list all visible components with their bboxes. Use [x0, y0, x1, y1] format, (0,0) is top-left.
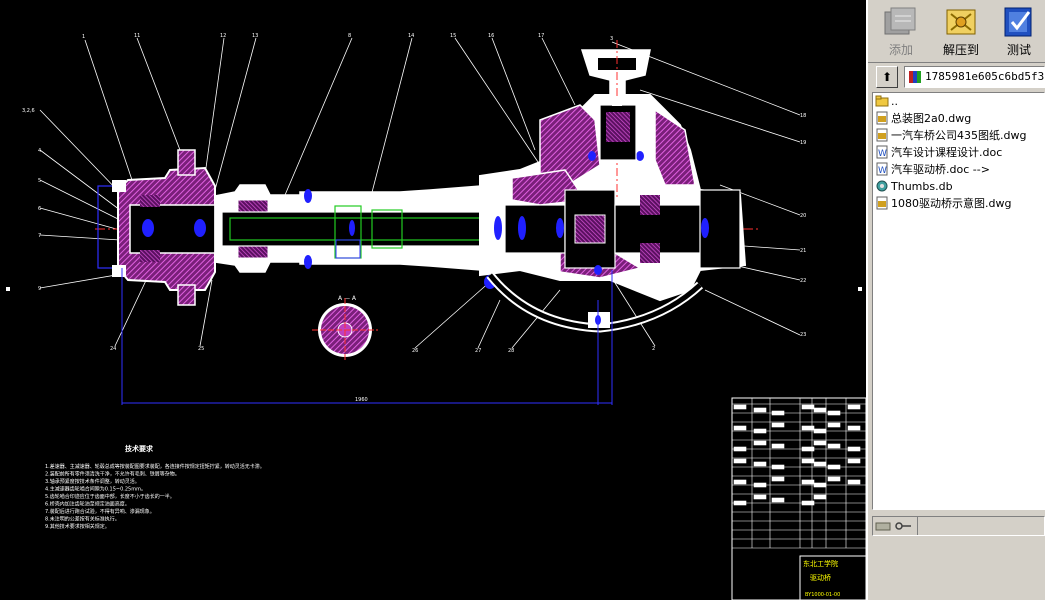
archive-path-text: 1785981e605c6bd5f3	[925, 70, 1045, 83]
svg-text:W: W	[878, 166, 887, 176]
tech-note-line: 5.齿轮啮合印迹应位于齿面中部，长度不小于齿长的一半。	[45, 493, 175, 500]
drive-key-icon	[875, 522, 911, 531]
file-list-item[interactable]: 一汽车桥公司435图纸.dwg	[873, 127, 1044, 144]
svg-text:W: W	[878, 149, 887, 159]
section-view-a-a: A — A	[312, 295, 378, 362]
section-label: A — A	[338, 295, 357, 302]
status-bar	[872, 516, 1045, 536]
file-list-item[interactable]: W 汽车驱动桥.doc -->	[873, 161, 1044, 178]
svg-text:25: 25	[198, 346, 204, 352]
parent-folder-icon	[875, 95, 889, 107]
svg-text:12: 12	[220, 33, 226, 39]
archiver-toolbar: 添加 解压到 测试	[868, 0, 1045, 63]
status-text-area	[917, 517, 1044, 535]
add-button[interactable]: 添加	[872, 2, 930, 60]
file-list-item[interactable]: 1080驱动桥示意图.dwg	[873, 195, 1044, 212]
svg-text:8: 8	[348, 33, 351, 39]
extract-icon	[946, 9, 976, 35]
file-list-item[interactable]: W 汽车设计课程设计.doc	[873, 144, 1044, 161]
file-name: 汽车驱动桥.doc -->	[891, 163, 990, 176]
svg-text:1: 1	[82, 34, 85, 40]
svg-text:28: 28	[508, 348, 514, 354]
dwg-file-icon	[876, 196, 888, 210]
svg-text:5: 5	[38, 178, 41, 184]
archive-path-field[interactable]: 1785981e605c6bd5f3	[904, 66, 1045, 88]
file-name: 1080驱动桥示意图.dwg	[891, 197, 1012, 210]
title-block-name: 驱动桥	[810, 573, 831, 582]
svg-text:11: 11	[134, 33, 140, 39]
file-name: 一汽车桥公司435图纸.dwg	[891, 129, 1027, 142]
svg-text:15: 15	[450, 33, 456, 39]
tech-note-line: 6.桥壳内加注齿轮油至规定油面高度。	[45, 501, 130, 508]
file-list-item[interactable]: Thumbs.db	[873, 178, 1044, 195]
svg-text:9: 9	[38, 286, 41, 292]
svg-text:2: 2	[652, 346, 655, 352]
svg-text:27: 27	[475, 348, 481, 354]
svg-text:23: 23	[800, 332, 806, 338]
tech-note-line: 1.差速器、主减速器、轮毂总成等按装配图要求装配，各连接件按规定扭矩拧紧，转动灵…	[45, 463, 265, 470]
tech-note-line: 9.其他技术要求按相关规定。	[45, 523, 110, 530]
tech-notes: 1.差速器、主减速器、轮毂总成等按装配图要求装配，各连接件按规定扭矩拧紧，转动灵…	[45, 463, 265, 530]
tech-notes-title: 技术要求	[125, 444, 154, 453]
svg-text:4: 4	[38, 148, 41, 154]
title-block: 东北工学院 驱动桥 BY1000-01-00	[731, 397, 866, 600]
dimension-text: 1960	[355, 397, 368, 403]
title-block-school: 东北工学院	[803, 559, 838, 568]
input-flange	[580, 40, 651, 200]
archiver-panel: 添加 解压到 测试 ⬆	[866, 0, 1045, 600]
extract-to-label: 解压到	[942, 43, 979, 57]
final-drive-housing	[479, 94, 747, 302]
address-bar: ⬆ 1785981e605c6bd5f3	[868, 64, 1045, 90]
test-label: 测试	[1006, 43, 1031, 57]
tech-note-line: 2.装配前所有零件须清洗干净，不允许有毛刺、铁屑等杂物。	[45, 471, 180, 478]
svg-text:3: 3	[610, 36, 613, 42]
svg-text:7: 7	[38, 233, 41, 239]
svg-text:20: 20	[800, 213, 806, 219]
svg-text:26: 26	[412, 348, 418, 354]
word-doc-icon: W	[876, 145, 888, 159]
add-files-icon	[884, 7, 916, 35]
tech-note-line: 8.未注明的公差按有关标准执行。	[45, 516, 120, 523]
up-folder-button[interactable]: ⬆	[876, 66, 898, 88]
test-archive-icon	[1004, 7, 1032, 37]
svg-text:3,2,6: 3,2,6	[22, 108, 35, 114]
file-name: 汽车设计课程设计.doc	[891, 146, 1003, 159]
svg-text:24: 24	[110, 346, 116, 352]
file-name: ..	[891, 95, 898, 108]
tech-note-line: 4.主减速器齿轮啮合间隙为0.15~0.25mm。	[45, 486, 146, 493]
file-list-item[interactable]: ..	[873, 93, 1044, 110]
rar-archive-icon	[909, 71, 921, 83]
sheet-corner-mark	[858, 287, 862, 291]
db-file-icon	[876, 180, 888, 192]
file-list-item[interactable]: 总装图2a0.dwg	[873, 110, 1044, 127]
svg-text:17: 17	[538, 33, 544, 39]
svg-text:14: 14	[408, 33, 414, 39]
file-name: Thumbs.db	[891, 180, 953, 193]
svg-text:18: 18	[800, 113, 806, 119]
svg-text:21: 21	[800, 248, 806, 254]
svg-text:6: 6	[38, 206, 41, 212]
file-name: 总装图2a0.dwg	[891, 112, 972, 125]
wheel-hub-assembly	[97, 149, 216, 306]
title-block-number: BY1000-01-00	[805, 592, 840, 598]
extract-to-button[interactable]: 解压到	[932, 2, 990, 60]
up-arrow-icon: ⬆	[881, 70, 893, 84]
test-button[interactable]: 测试	[990, 2, 1045, 60]
tech-note-line: 3.轴承预紧度按技术条件调整，转动灵活。	[45, 478, 140, 485]
dwg-file-icon	[876, 128, 888, 142]
svg-text:16: 16	[488, 33, 494, 39]
sheet-corner-mark	[6, 287, 10, 291]
add-button-label: 添加	[888, 43, 913, 57]
overall-dimension	[121, 268, 613, 405]
tech-note-line: 7.装配后进行跑合试验，不得有异响、渗漏现象。	[45, 508, 155, 515]
dwg-file-icon	[876, 111, 888, 125]
word-doc-icon: W	[876, 162, 888, 176]
svg-text:19: 19	[800, 140, 806, 146]
svg-text:13: 13	[252, 33, 258, 39]
svg-text:22: 22	[800, 278, 806, 284]
